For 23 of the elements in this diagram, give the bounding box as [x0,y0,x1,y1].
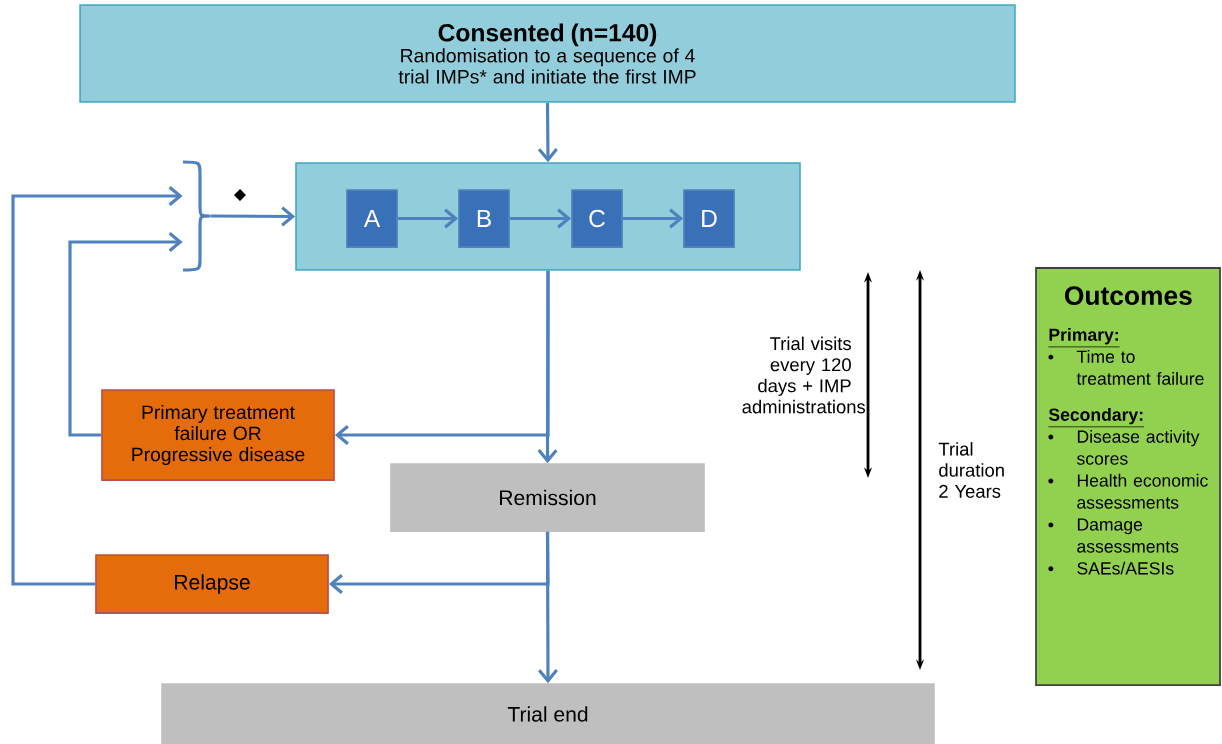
note-text: Trial visits every 120 days + IMP administrations [742,336,866,414]
treatment-box: D [683,189,735,248]
arrow [328,531,550,594]
note-text: Trial duration 2 Years [938,442,1004,498]
arrow [68,232,183,437]
outcomes-panel: Outcomes Primary: Time to treatment failure Secondary: Disease activity scores Health economic assessments Damage assessments SAEs/AESIs [1035,267,1221,686]
treatment-box: A [346,189,398,248]
event-box: Relapse [95,554,329,614]
arrow [509,208,572,229]
arrow [397,208,459,229]
event-box: Primary treatment failure OR Progressive disease [101,389,335,481]
arrow [622,208,684,229]
treatment-box: B [458,189,510,248]
arrow [334,270,550,445]
stage-box: Trial end [161,683,935,744]
bracket [183,160,212,272]
treatment-box: C [571,189,623,248]
arrow [11,186,183,586]
symbol: ◆ [234,188,247,202]
arrow [210,206,296,227]
arrow [537,102,558,163]
header-box: Consented (n=140) Randomisation to a sequence of 4 trial IMPs* and initiate the first IMP [79,4,1016,103]
stage-box: Remission [390,463,705,532]
